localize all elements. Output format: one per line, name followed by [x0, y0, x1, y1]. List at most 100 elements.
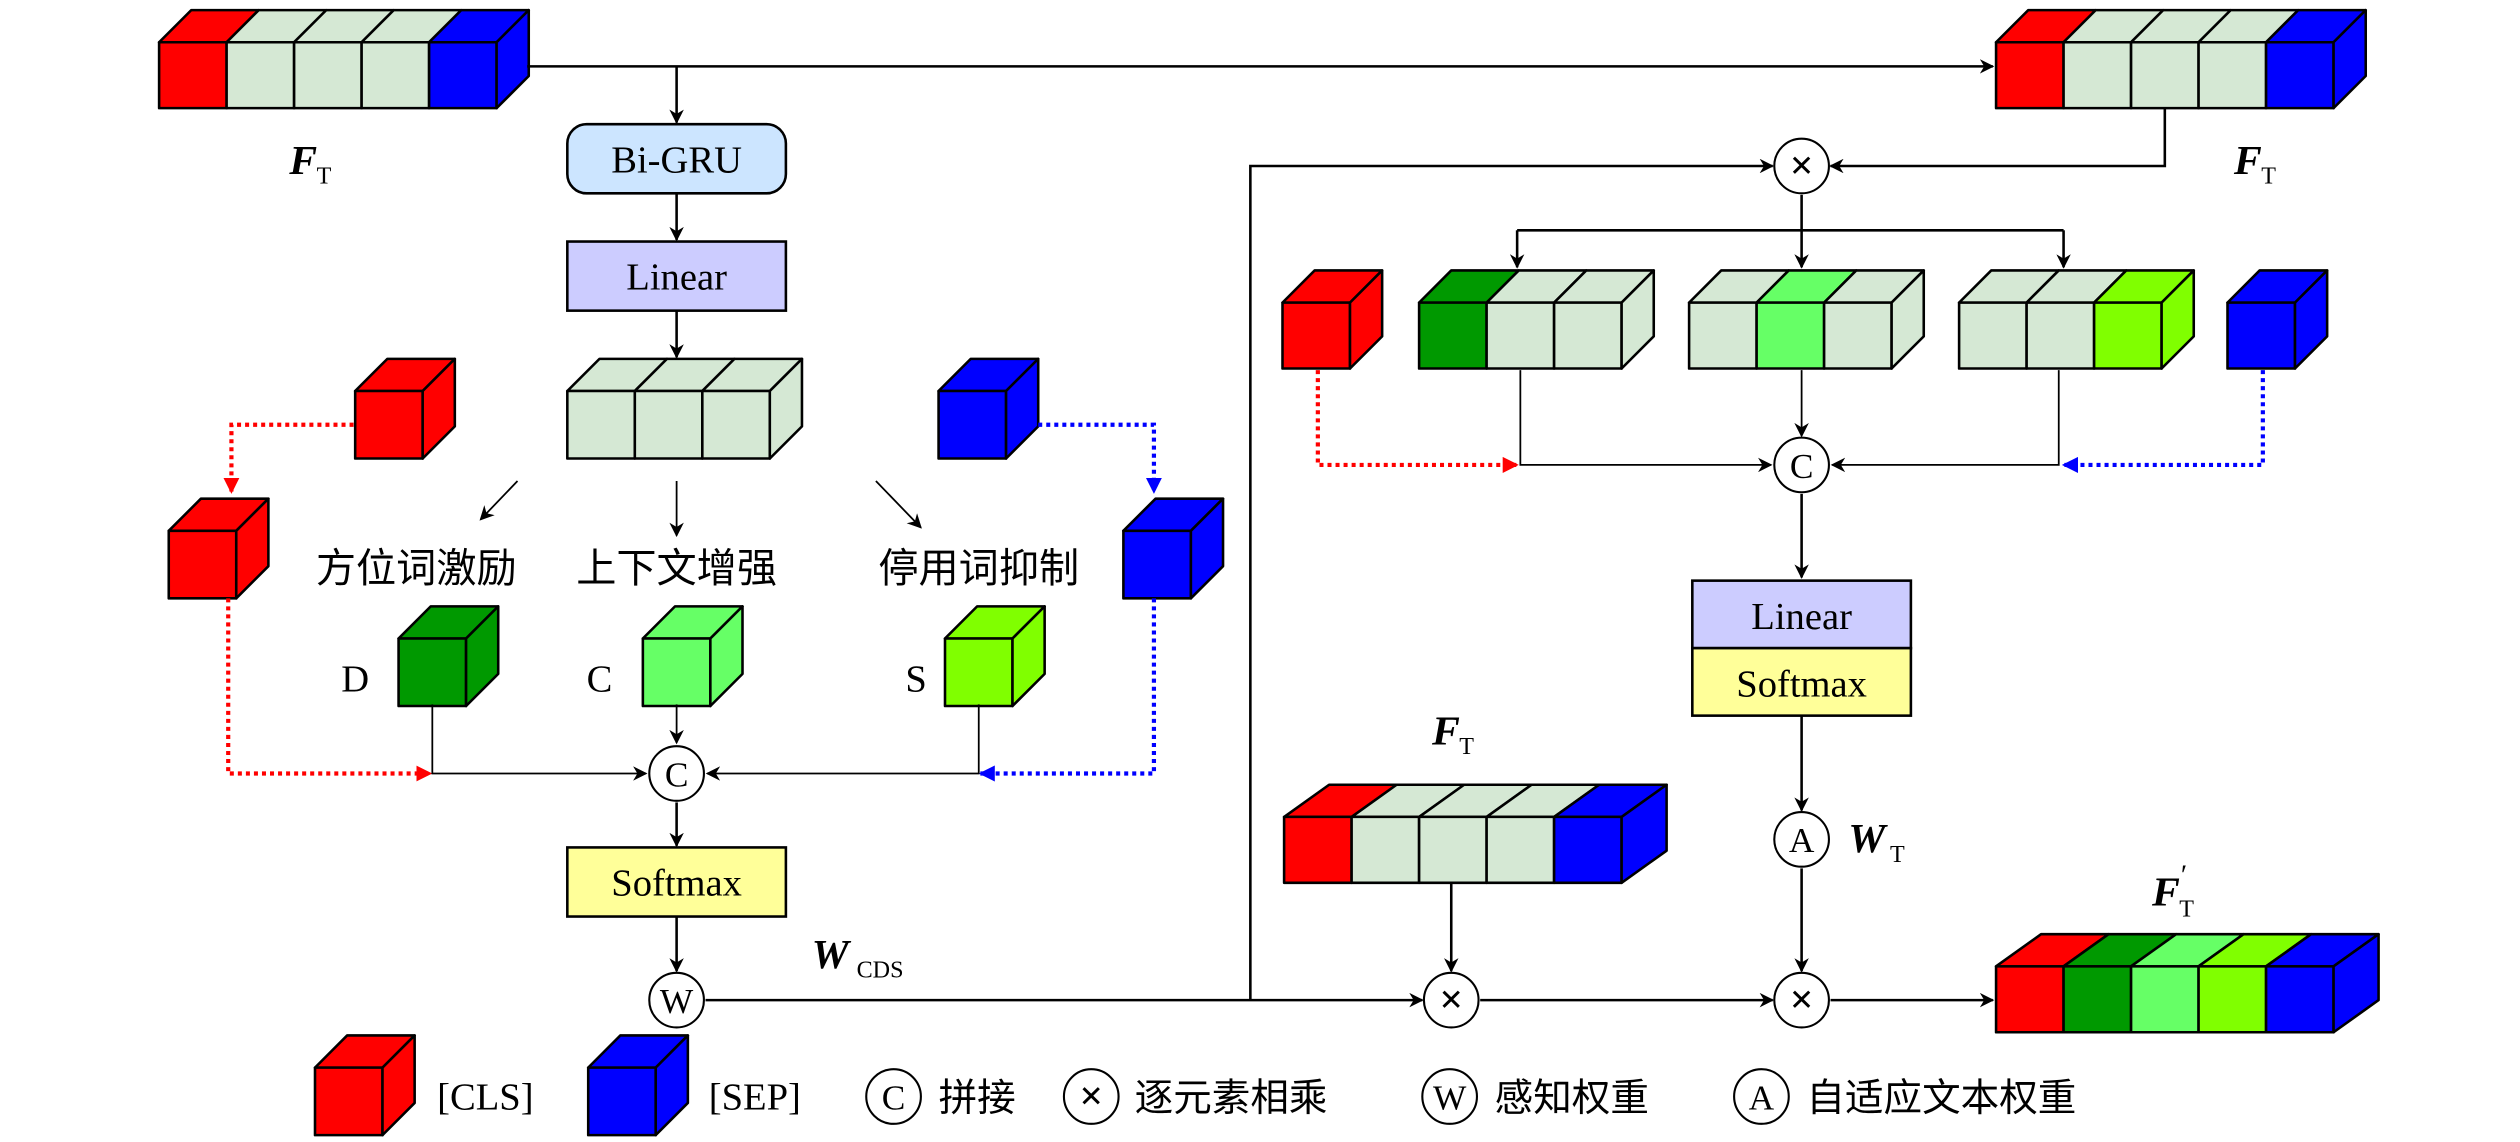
ft-sequence-mid — [1282, 783, 1668, 885]
sep-cube-right — [2226, 269, 2329, 370]
sep-dashed-path-2 — [978, 598, 1157, 782]
cell-side — [2332, 8, 2367, 110]
cell-side — [2332, 932, 2380, 1034]
cls-cube-left — [167, 497, 270, 600]
concat-op-left: C — [648, 745, 705, 802]
legend: [CLS] [SEP] 拼接 逐元素相乘 感知权重 自适应文本权重 — [437, 1076, 2076, 1121]
legend-cls-text: [CLS] — [437, 1076, 533, 1118]
cls-cube-left-top — [353, 357, 457, 460]
weight-to-top-multiply-arrow — [1249, 158, 1775, 1001]
cls-dashed-path-right — [1315, 370, 1519, 473]
cell-front-token — [2025, 301, 2096, 370]
cell-side — [768, 357, 804, 460]
multiply-op-mid-symbol: × — [1439, 977, 1463, 1023]
cube-layer — [157, 8, 2380, 1137]
multiply-op-right-symbol: × — [1790, 977, 1814, 1023]
concat-op-right-symbol: C — [1790, 446, 1814, 486]
letter-c: C — [587, 659, 613, 701]
svg-text:W: W — [1848, 816, 1888, 862]
svg-text:T: T — [2179, 897, 2194, 923]
cell-front-sep — [1552, 815, 1623, 885]
legend-concat-icon-symbol: C — [882, 1077, 906, 1117]
cell-front-token — [1822, 301, 1893, 370]
adaptive-op: A — [1773, 811, 1830, 868]
cell-front-direction — [2062, 965, 2133, 1034]
stopword-cube — [943, 605, 1046, 708]
legend-multiply-icon: × — [1062, 1068, 1120, 1125]
linear-left-label: Linear — [626, 257, 727, 299]
softmax-right-label: Softmax — [1736, 663, 1867, 705]
svg-text:W: W — [812, 932, 852, 978]
cell-front-sep — [937, 389, 1008, 460]
connectors-right — [1315, 108, 2265, 1008]
cell-front-token — [701, 389, 772, 460]
cell-front-token — [1687, 301, 1758, 370]
bigru-block: Bi-GRU — [566, 122, 788, 195]
sep-dashed-path-1 — [1038, 422, 1162, 494]
cell-front-cls — [157, 40, 228, 110]
legend-weight-icon-circle — [1421, 1068, 1479, 1125]
cell-front-token — [2062, 40, 2133, 110]
legend-sep-cube — [586, 1034, 690, 1137]
w-cds-label: W CDS — [812, 932, 904, 984]
svg-text:T: T — [317, 164, 332, 190]
svg-text:′: ′ — [2181, 859, 2187, 891]
cell-side — [1189, 497, 1225, 600]
svg-text:F: F — [288, 138, 317, 184]
legend-weight-icon-symbol: W — [1433, 1077, 1467, 1117]
cell-front-token — [360, 40, 431, 110]
stopword-sequence-right — [1957, 269, 2196, 370]
cell-side — [1890, 269, 1926, 370]
legend-concat-icon-circle — [865, 1068, 922, 1125]
cell-front-context — [641, 637, 712, 708]
legend-adaptive-icon-circle — [1733, 1068, 1790, 1125]
multiply-op-mid-circle — [1422, 971, 1480, 1029]
cell-side — [381, 1034, 416, 1137]
weight-op-circle — [648, 971, 705, 1029]
svg-text:F: F — [2151, 869, 2180, 915]
legend-weight-text: 感知权重 — [1495, 1076, 1649, 1121]
cell-side — [654, 1034, 690, 1137]
cell-front-cls — [1281, 301, 1352, 370]
cell-front-token — [292, 40, 363, 110]
cell-side — [1620, 269, 1656, 370]
cell-side — [421, 357, 457, 460]
cell-front-cls — [1282, 815, 1353, 885]
softmax-left-label: Softmax — [611, 863, 742, 905]
cell-side — [2293, 269, 2329, 370]
softmax-block-left: Softmax — [566, 846, 788, 918]
ft-sequence-top-right — [1994, 8, 2367, 110]
cell-front-sep — [1122, 529, 1193, 600]
cell-front-sep — [427, 40, 498, 110]
concat-op-right: C — [1773, 436, 1830, 494]
branch-arrow-direction — [479, 480, 519, 521]
weight-op: W — [648, 971, 705, 1029]
cell-side — [464, 605, 500, 708]
legend-adaptive-icon: A — [1733, 1068, 1790, 1125]
sep-cube-left-top — [937, 357, 1040, 460]
letter-s: S — [905, 659, 926, 701]
cell-side — [2160, 269, 2196, 370]
cell-front-cls — [313, 1066, 384, 1137]
d-to-concat-arrow — [431, 704, 648, 781]
cell-side — [1348, 269, 1384, 370]
legend-adaptive-text: 自适应文本权重 — [1806, 1076, 2076, 1121]
svg-text:F: F — [2233, 138, 2262, 184]
direction-sequence-right — [1417, 269, 1656, 370]
cell-front-token — [1417, 815, 1488, 885]
s-to-concat-arrow — [705, 704, 980, 781]
cell-front-stopword — [2197, 965, 2268, 1034]
ft-prime-sequence — [1994, 932, 2380, 1034]
cell-front-sep — [586, 1066, 658, 1137]
linear-block-left: Linear — [566, 240, 788, 312]
ft-sequence-top-left — [157, 8, 531, 110]
cell-front-token — [1552, 301, 1623, 370]
cell-side — [495, 8, 531, 110]
svg-text:T: T — [1459, 734, 1474, 760]
context-sequence-right — [1687, 269, 1926, 370]
ft-to-top-multiply-arrow — [1829, 108, 2167, 174]
cell-front-cls — [353, 389, 424, 460]
branch-arrow-stopword — [875, 480, 922, 529]
